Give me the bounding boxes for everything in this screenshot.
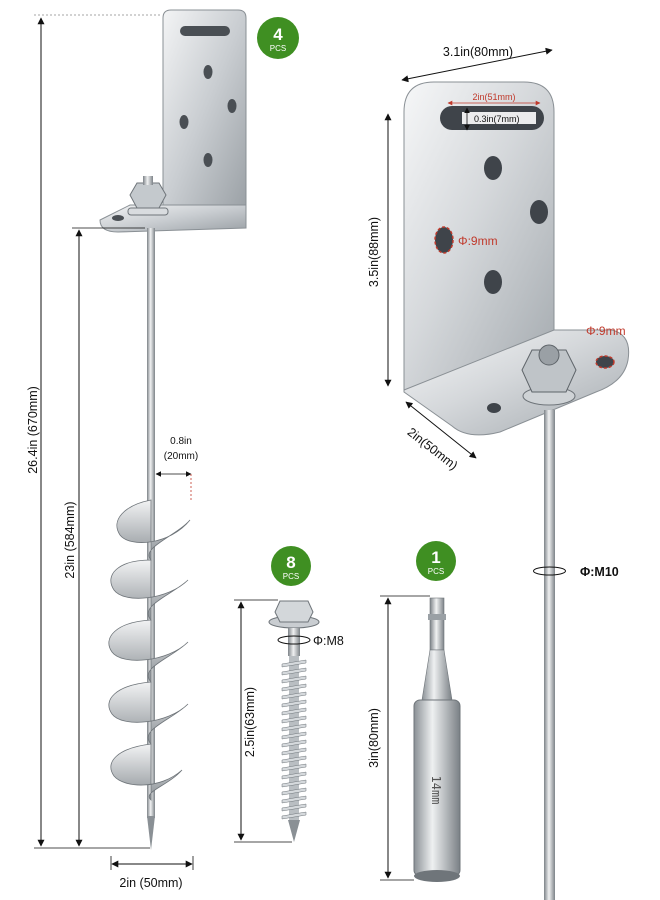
anchor-tip [147,816,155,850]
shaft-length-label: 23in (584mm) [63,501,77,578]
bracket-height-label: 3.5in(88mm) [367,217,381,287]
screw-thread-ridge [281,683,307,692]
rod-thread-marker [533,566,566,576]
rod-thread-label: Φ:M10 [580,565,619,579]
bracket-width-label: 3.1in(80mm) [443,45,513,59]
bracket-width-line [401,47,553,83]
bracket-detail-hole-highlighted [434,226,454,254]
anchor-quantity-badge: 4 PCS [257,17,299,59]
screw-thread-ridge [281,763,307,772]
driver-badge-unit: PCS [428,567,444,576]
anchor-bracket-hole [227,99,237,113]
bracket-detail-hole [530,200,548,224]
screw-core [289,656,299,822]
screw-thread-ridge [281,731,307,740]
screw-thread-ridge [281,667,307,676]
bracket-detail-rod-end [538,344,560,366]
slot-length-label: 2in(51mm) [472,92,515,102]
screw-thread-ridge [281,771,307,780]
bracket-depth-line [405,401,477,459]
bracket-detail-base-hole-highlighted [595,355,615,369]
screw-thread-ridge [281,707,307,716]
anchor-helix [108,499,191,801]
anchor-bracket-hole [203,153,213,167]
anchor-bracket-hole [179,115,189,129]
base-hole-label: Φ:9mm [586,324,626,338]
bracket-detail-nut [521,349,577,393]
slot-width-label: 0.3in(7mm) [474,114,520,124]
screw-thread-ridge [281,803,307,812]
bracket-detail-rod [544,410,555,900]
screw-badge-count: 8 [286,553,295,572]
helix-gap-label: 0.8in [170,436,192,447]
anchor-bracket-base-hole [112,215,124,221]
driver-drawing: 1 PCS 14mm 3in(80mm) [367,541,461,882]
screw-thread-ridge [281,723,307,732]
screw-thread-ridge [281,747,307,756]
screw-thread-ridge [281,659,307,668]
anchor-badge-count: 4 [273,25,283,44]
side-hole-label: Φ:9mm [458,234,498,248]
bracket-depth-label: 2in(50mm) [405,425,461,473]
screw-thread-ridge [281,779,307,788]
driver-quantity-badge: 1 PCS [416,541,456,581]
anchor-badge-unit: PCS [270,44,286,53]
screw-thread-ridge [281,795,307,804]
anchor-bracket-hole [203,65,213,79]
bracket-slot-label-backing [462,112,536,124]
screw-hex-head [274,600,314,623]
screw-badge-unit: PCS [283,572,299,581]
driver-neck [421,649,453,701]
driver-hex-shank [429,597,445,651]
screw-length-label: 2.5in(63mm) [243,687,257,757]
ground-anchor-drawing: 26.4in (670mm) 23in (584mm) 0.8in (20mm)… [26,9,299,890]
anchor-bracket-slot [180,26,230,36]
helix-diameter-label: 2in (50mm) [119,876,182,890]
anchor-rod-top [143,176,153,185]
bracket-detail-base-hole [487,403,501,413]
screw-shank [288,628,300,656]
screw-threads [281,656,307,822]
screw-thread-ridge [281,787,307,796]
total-length-label: 26.4in (670mm) [26,386,40,474]
driver-badge-count: 1 [431,548,440,567]
driver-socket-end [414,870,460,882]
screw-thread-ridge [281,739,307,748]
screw-drawing: 8 PCS Φ:M8 2.5in(63mm) [234,546,344,843]
screw-thread-ridge [281,675,307,684]
driver-length-label: 3in(80mm) [367,708,381,768]
screw-tip [288,820,300,842]
bracket-detail-hole [484,156,502,180]
screw-thread-ridge [281,811,307,820]
screw-thread-ridge [281,715,307,724]
screw-thread-label: Φ:M8 [313,634,344,648]
bracket-detail-hole [484,270,502,294]
screw-thread-marker [277,635,311,645]
driver-shank-groove [428,614,446,620]
helix-gap-mm-label: (20mm) [164,451,198,462]
anchor-nut-washer [127,207,169,216]
screw-thread-ridge [281,755,307,764]
screw-thread-ridge [281,691,307,700]
driver-socket-marking: 14mm [429,776,443,805]
screw-quantity-badge: 8 PCS [271,546,311,586]
bracket-detail-drawing: 3.1in(80mm) 2in(51mm) 0.3in(7mm) Φ:9mm Φ… [367,45,630,900]
anchor-nut [129,182,167,209]
anchor-bracket-plate [162,9,247,213]
screw-thread-ridge [281,699,307,708]
